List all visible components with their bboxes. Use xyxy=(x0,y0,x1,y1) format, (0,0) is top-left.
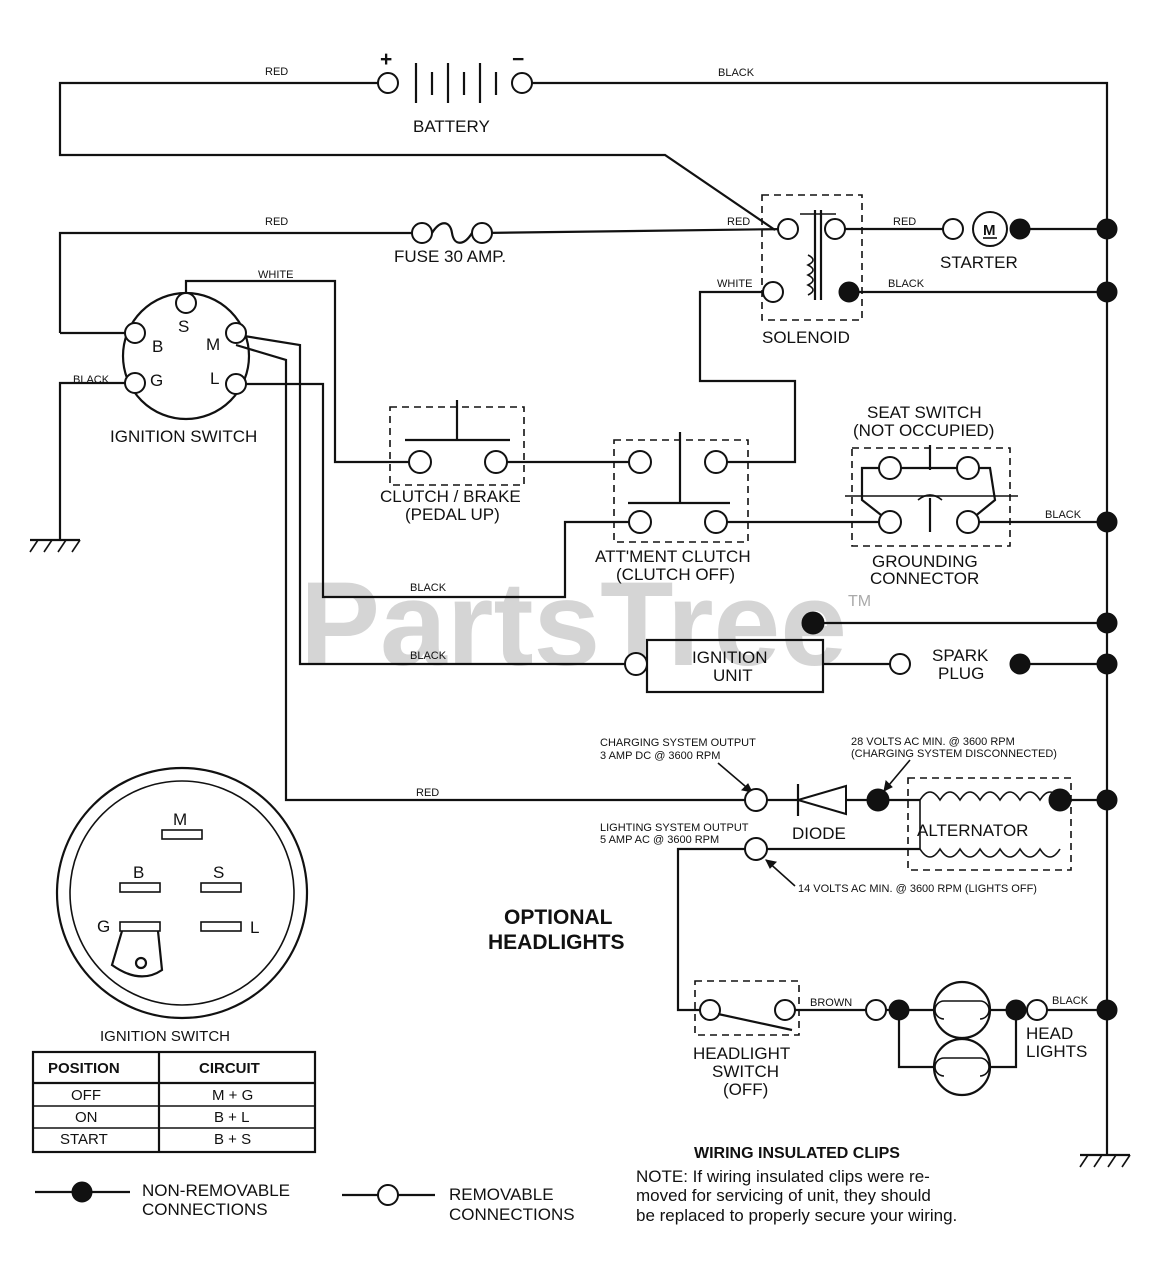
wire-labels: RED BLACK RED WHITE RED RED WHITE BLACK … xyxy=(73,66,1089,1009)
svg-text:RED: RED xyxy=(893,216,916,228)
svg-text:B: B xyxy=(133,863,144,882)
svg-text:BLACK: BLACK xyxy=(888,278,925,290)
svg-text:STARTER: STARTER xyxy=(940,253,1018,272)
svg-text:be replaced to properly secure: be replaced to properly secure your wiri… xyxy=(636,1206,957,1225)
svg-text:SPARK: SPARK xyxy=(932,646,989,665)
attachment-clutch-switch: ATT'MENT CLUTCH (CLUTCH OFF) xyxy=(595,432,751,584)
svg-text:M: M xyxy=(206,335,220,354)
svg-text:28 VOLTS AC MIN. @ 3600 RPM: 28 VOLTS AC MIN. @ 3600 RPM xyxy=(851,736,1015,748)
svg-text:L: L xyxy=(210,369,219,388)
optional-headlights: OPTIONAL HEADLIGHTS HEADLIGHT SWITCH (OF… xyxy=(488,906,1087,1099)
svg-text:RED: RED xyxy=(727,216,750,228)
svg-text:BLACK: BLACK xyxy=(1045,509,1082,521)
svg-text:(OFF): (OFF) xyxy=(723,1080,768,1099)
svg-text:SWITCH: SWITCH xyxy=(712,1062,779,1081)
svg-text:moved for servicing of unit: moved for servicing of unit, they should xyxy=(636,1186,931,1205)
svg-text:(PEDAL UP): (PEDAL UP) xyxy=(405,505,500,524)
svg-text:M + G: M + G xyxy=(212,1087,253,1104)
svg-text:M: M xyxy=(173,810,187,829)
ignition-switch: S B M G L IGNITION SWITCH xyxy=(110,291,257,446)
seat-switch: SEAT SWITCH (NOT OCCUPIED) GROUNDING CON… xyxy=(845,403,1018,588)
bus-connections xyxy=(1096,218,1118,1021)
ignition-switch-detail: M B S G L IGNITION SWITCH POSITION CIRCU… xyxy=(31,766,317,1154)
svg-text:(CHARGING SYSTEM DISCONNECTED): (CHARGING SYSTEM DISCONNECTED) xyxy=(851,748,1057,760)
svg-text:(CLUTCH OFF): (CLUTCH OFF) xyxy=(616,565,735,584)
battery-label: BATTERY xyxy=(413,117,490,136)
svg-text:POSITION: POSITION xyxy=(48,1060,120,1077)
spark-plug: SPARK PLUG xyxy=(889,646,1031,683)
svg-text:BLACK: BLACK xyxy=(410,650,447,662)
battery-plus: + xyxy=(380,48,392,71)
svg-text:CONNECTOR: CONNECTOR xyxy=(870,569,979,588)
svg-text:S: S xyxy=(213,863,224,882)
svg-text:OFF: OFF xyxy=(71,1087,101,1104)
svg-text:IGNITION SWITCH: IGNITION SWITCH xyxy=(100,1028,230,1045)
svg-text:ALTERNATOR: ALTERNATOR xyxy=(917,821,1028,840)
svg-text:WHITE: WHITE xyxy=(717,278,752,290)
svg-text:START: START xyxy=(60,1131,108,1148)
svg-text:CONNECTIONS: CONNECTIONS xyxy=(142,1200,268,1219)
svg-text:BLACK: BLACK xyxy=(410,582,447,594)
svg-text:ON: ON xyxy=(75,1109,98,1126)
svg-text:RED: RED xyxy=(265,216,288,228)
svg-text:G: G xyxy=(150,371,163,390)
charging-system: CHARGING SYSTEM OUTPUT 3 AMP DC @ 3600 R… xyxy=(600,736,1072,895)
battery: + − BATTERY xyxy=(377,48,533,136)
solenoid: SOLENOID xyxy=(761,194,863,347)
battery-minus: − xyxy=(512,48,524,71)
ignition-unit: IGNITION UNIT xyxy=(624,611,825,694)
clutch-brake-switch: CLUTCH / BRAKE (PEDAL UP) xyxy=(380,400,525,524)
watermark: PartsTree xyxy=(300,557,847,691)
svg-text:BROWN: BROWN xyxy=(810,997,852,1009)
svg-text:HEAD: HEAD xyxy=(1026,1024,1073,1043)
svg-text:PLUG: PLUG xyxy=(938,664,984,683)
svg-text:REMOVABLE: REMOVABLE xyxy=(449,1185,554,1204)
svg-text:L: L xyxy=(250,918,259,937)
svg-text:B + L: B + L xyxy=(214,1109,249,1126)
svg-text:BLACK: BLACK xyxy=(1052,995,1089,1007)
svg-text:S: S xyxy=(178,317,189,336)
svg-text:B + S: B + S xyxy=(214,1131,251,1148)
svg-text:IGNITION SWITCH: IGNITION SWITCH xyxy=(110,427,257,446)
svg-text:LIGHTS: LIGHTS xyxy=(1026,1042,1087,1061)
svg-text:B: B xyxy=(152,337,163,356)
svg-text:CONNECTIONS: CONNECTIONS xyxy=(449,1205,575,1224)
svg-text:UNIT: UNIT xyxy=(713,666,753,685)
svg-text:M: M xyxy=(983,222,996,239)
starter: M STARTER xyxy=(940,211,1031,272)
svg-text:ATT'MENT CLUTCH: ATT'MENT CLUTCH xyxy=(595,547,751,566)
svg-text:(NOT OCCUPIED): (NOT OCCUPIED) xyxy=(853,421,994,440)
svg-text:CIRCUIT: CIRCUIT xyxy=(199,1060,260,1077)
svg-text:IGNITION: IGNITION xyxy=(692,648,768,667)
svg-text:SOLENOID: SOLENOID xyxy=(762,328,850,347)
legend: NON-REMOVABLE CONNECTIONS REMOVABLE CONN… xyxy=(35,1181,575,1224)
svg-text:CLUTCH / BRAKE: CLUTCH / BRAKE xyxy=(380,487,521,506)
wires xyxy=(29,81,1131,1168)
svg-text:WHITE: WHITE xyxy=(258,269,293,281)
svg-text:NOTE: If wiring insulated clip: NOTE: If wiring insulated clips were re- xyxy=(636,1167,930,1186)
svg-text:HEADLIGHTS: HEADLIGHTS xyxy=(488,931,625,954)
svg-text:3 AMP DC @ 3600 RPM: 3 AMP DC @ 3600 RPM xyxy=(600,750,720,762)
watermark-tm: TM xyxy=(848,593,871,610)
svg-text:NON-REMOVABLE: NON-REMOVABLE xyxy=(142,1181,290,1200)
svg-text:RED: RED xyxy=(416,787,439,799)
svg-text:BLACK: BLACK xyxy=(73,374,110,386)
svg-text:14 VOLTS AC MIN. @ 3600 RPM (L: 14 VOLTS AC MIN. @ 3600 RPM (LIGHTS OFF) xyxy=(798,883,1037,895)
svg-text:DIODE: DIODE xyxy=(792,824,846,843)
wiring-note: WIRING INSULATED CLIPS NOTE: If wiring i… xyxy=(636,1145,957,1225)
svg-text:5 AMP AC @ 3600 RPM: 5 AMP AC @ 3600 RPM xyxy=(600,834,719,846)
svg-text:G: G xyxy=(97,917,110,936)
svg-text:HEADLIGHT: HEADLIGHT xyxy=(693,1044,790,1063)
svg-text:RED: RED xyxy=(265,66,288,78)
svg-text:WIRING INSULATED CLIPS: WIRING INSULATED CLIPS xyxy=(694,1145,900,1162)
svg-text:BLACK: BLACK xyxy=(718,67,755,79)
svg-text:CHARGING SYSTEM OUTPUT: CHARGING SYSTEM OUTPUT xyxy=(600,737,756,749)
fuse-30-amp: FUSE 30 AMP. xyxy=(394,222,506,266)
svg-text:GROUNDING: GROUNDING xyxy=(872,552,978,571)
svg-text:LIGHTING SYSTEM OUTPUT: LIGHTING SYSTEM OUTPUT xyxy=(600,822,749,834)
svg-text:FUSE 30 AMP.: FUSE 30 AMP. xyxy=(394,247,506,266)
svg-text:OPTIONAL: OPTIONAL xyxy=(504,906,613,929)
svg-text:SEAT SWITCH: SEAT SWITCH xyxy=(867,403,982,422)
